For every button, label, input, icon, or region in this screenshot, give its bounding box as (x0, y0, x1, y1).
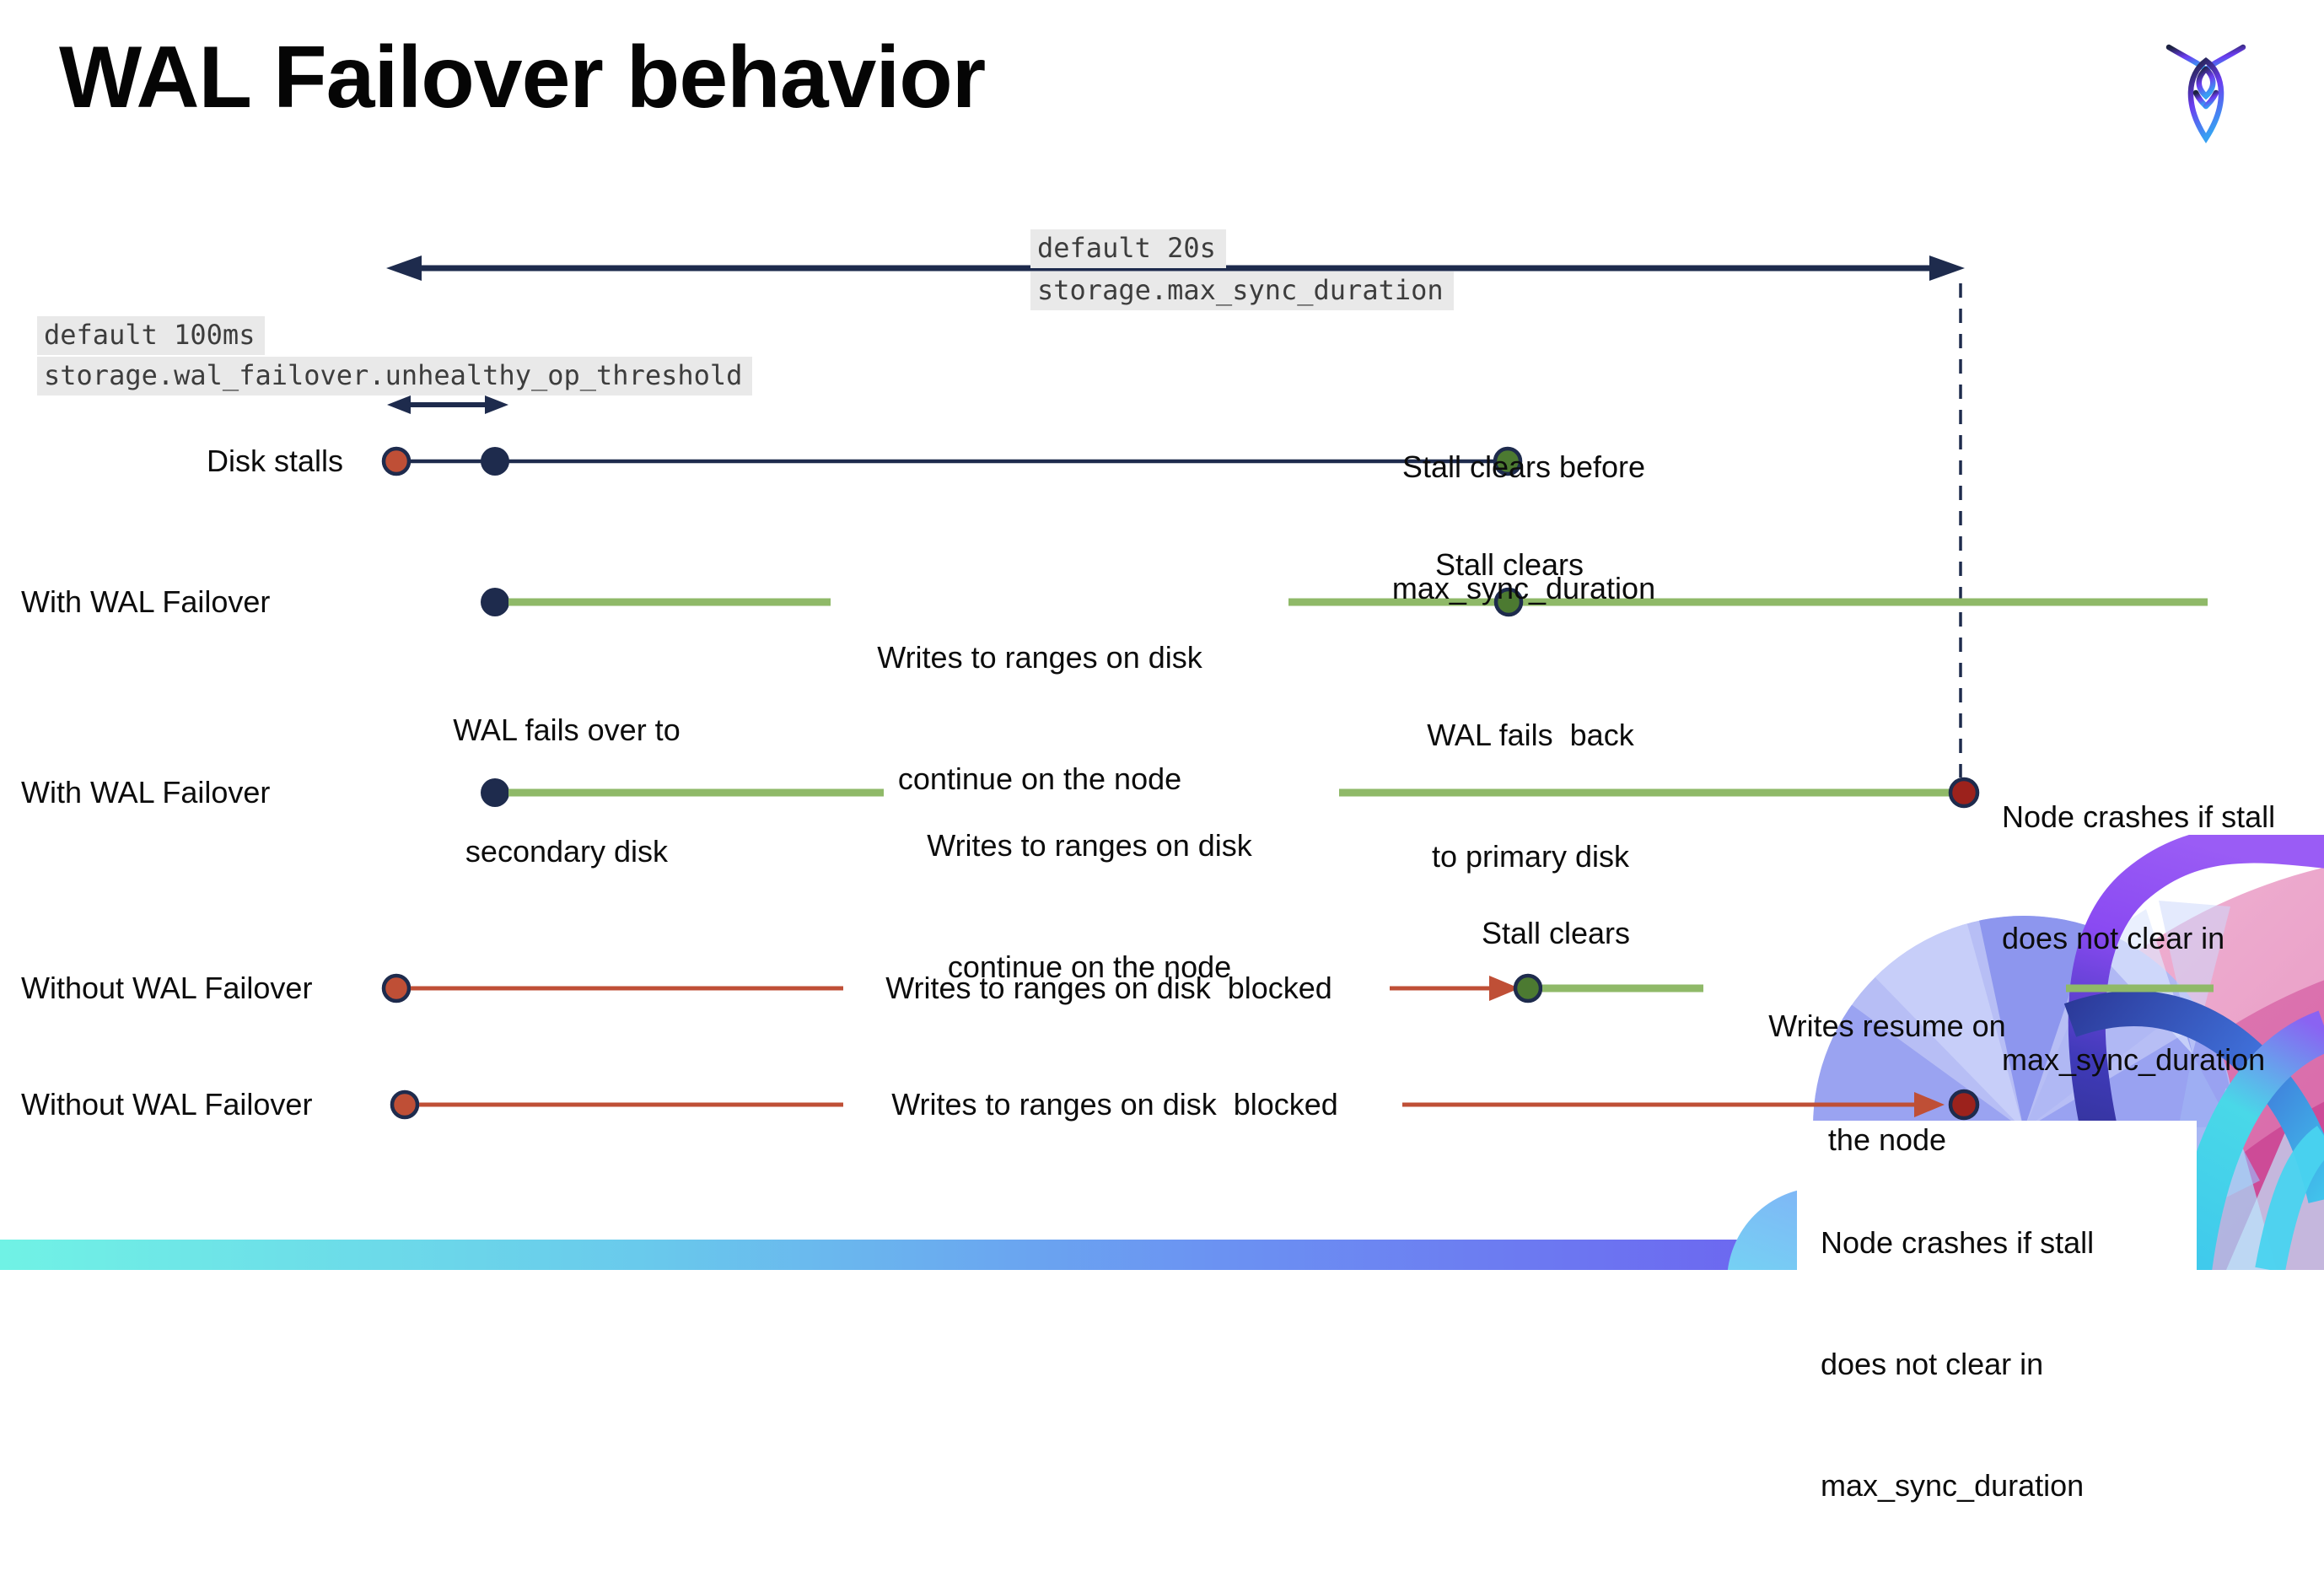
cyan-leg-arc (2255, 1126, 2324, 1270)
writes-continue-2-annotation: Writes to ranges on disk continue on the… (927, 745, 1252, 1028)
row-label-disk-stalls: Disk stalls (207, 444, 344, 478)
stall-start-dot (381, 446, 412, 476)
annotation-line: Writes to ranges on disk (877, 640, 1202, 675)
node-crashes-1-annotation: Node crashes if stall does not clear in … (2002, 716, 2275, 1121)
max-sync-default-label: default 20s (1030, 229, 1226, 268)
writes-blocked-2-annotation: Writes to ranges on disk blocked (891, 1087, 1338, 1122)
light-ray (2159, 901, 2230, 1054)
wal-fails-over-annotation: WAL fails over to secondary disk (453, 629, 680, 912)
stall-clears-before-annotation: Stall clears before max_sync_duration (1392, 366, 1655, 649)
row-label-without-failover-1: Without WAL Failover (21, 971, 313, 1005)
threshold-setting-label: storage.wal_failover.unhealthy_op_thresh… (37, 357, 753, 395)
annotation-line: max_sync_duration (2002, 1042, 2266, 1077)
stall-clears-2-annotation: Stall clears (1481, 916, 1631, 950)
writes-blocked-1-annotation: Writes to ranges on disk blocked (885, 971, 1332, 1005)
annotation-line: Writes to ranges on disk (927, 828, 1252, 863)
stall-clears-1-annotation: Stall clears (1434, 547, 1584, 582)
annotation-line: the node (1827, 1122, 1947, 1157)
row-label-without-failover-2: Without WAL Failover (21, 1087, 313, 1122)
slide: { "page": { "title": "WAL Failover behav… (0, 29, 2324, 1503)
cyan-body-arc (2170, 1010, 2324, 1270)
arrowhead (1489, 976, 1520, 1001)
timeline-with-failover-1 (481, 587, 2208, 617)
failover-trigger-dot (481, 447, 509, 476)
annotation-line: WAL fails over to (453, 713, 681, 747)
writes-continue-1-annotation: Writes to ranges on disk continue on the… (877, 557, 1202, 840)
crash-dot (1948, 777, 1980, 809)
annotation-line: Node crashes if stall (1821, 1225, 2095, 1260)
threshold-default-label: default 100ms (37, 316, 266, 355)
row-label-with-failover-1: With WAL Failover (21, 584, 271, 619)
annotation-line: WAL fails back (1427, 718, 1634, 752)
annotation-line: does not clear in (1821, 1347, 2044, 1381)
writes-resume-annotation: Writes resume on the node (1768, 931, 2005, 1197)
stall-start-dot (390, 1089, 420, 1120)
annotation-line: secondary disk (465, 834, 669, 869)
node-crashes-box: Node crashes if stall does not clear in … (1797, 1121, 2197, 1503)
stall-clear-dot (1513, 973, 1543, 1003)
annotation-line: does not clear in (2002, 921, 2225, 955)
annotation-line: Stall clears before (1401, 449, 1646, 484)
node-crashes-2-annotation: Node crashes if stall does not clear in … (1821, 1142, 2197, 1587)
max-sync-setting-label: storage.max_sync_duration (1030, 272, 1454, 310)
page-title: WAL Failover behavior (59, 29, 986, 126)
annotation-line: max_sync_duration (1821, 1468, 2085, 1503)
row-label-with-failover-2: With WAL Failover (21, 775, 271, 810)
failover-dot (481, 588, 509, 616)
wal-fails-back-annotation: WAL fails back to primary disk (1427, 634, 1633, 917)
annotation-line: continue on the node (947, 950, 1232, 984)
cockroach-logo-icon (2165, 44, 2246, 143)
annotation-line: Writes resume on (1768, 1009, 2006, 1043)
timeline-disk-stalls (381, 446, 1523, 476)
annotation-line: continue on the node (897, 761, 1182, 796)
stall-start-dot (381, 973, 412, 1003)
annotation-line: Node crashes if stall (2002, 799, 2276, 834)
unhealthy-op-threshold-arrow (387, 395, 508, 414)
annotation-line: to primary disk (1431, 839, 1630, 874)
